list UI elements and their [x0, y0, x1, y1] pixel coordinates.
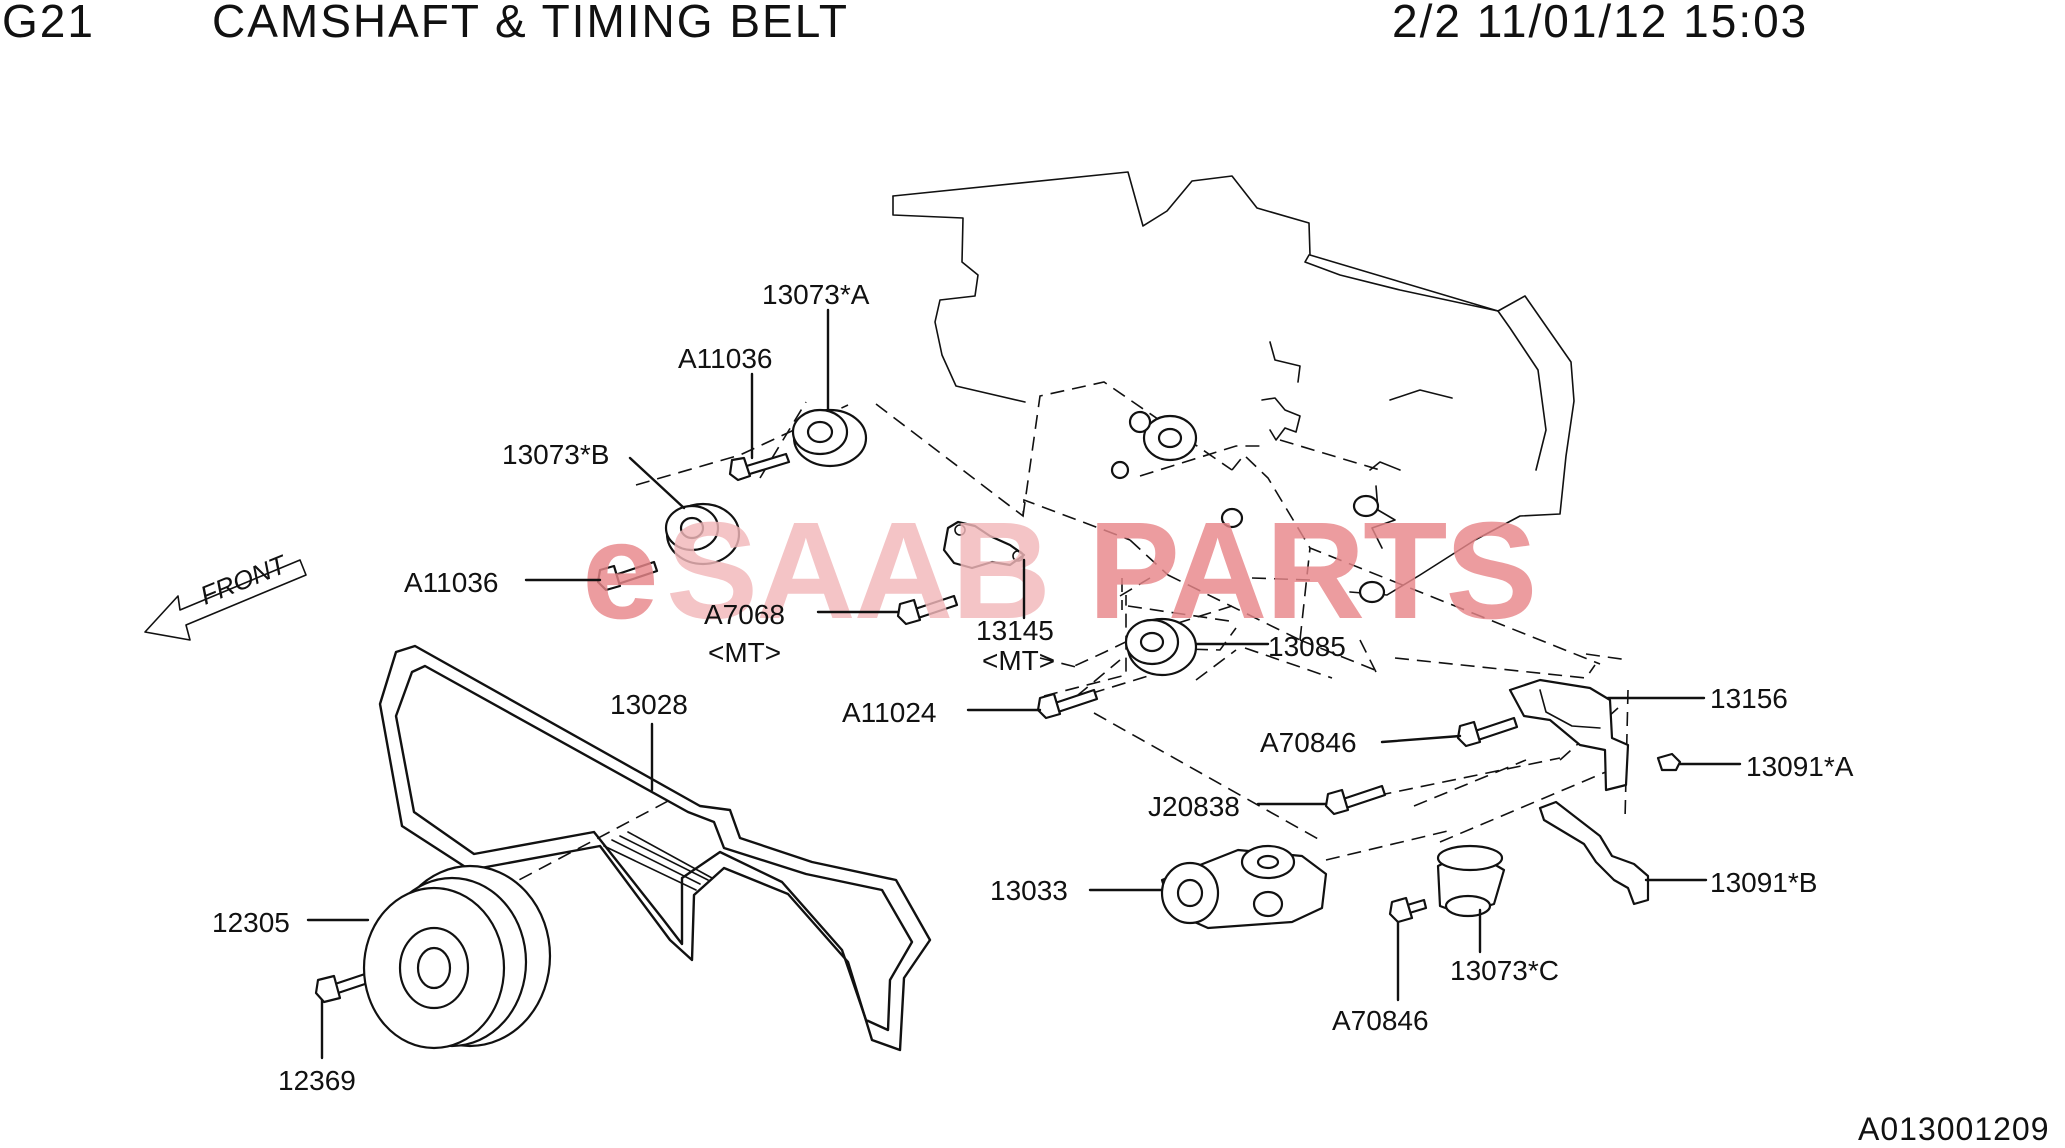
tensioner-13033	[1160, 844, 1328, 930]
callout-13156: 13156	[1710, 683, 1788, 714]
page-title: CAMSHAFT & TIMING BELT	[212, 0, 849, 47]
svg-text:e: e	[582, 494, 657, 648]
page-header: G21 CAMSHAFT & TIMING BELT 2/2 11/01/12 …	[0, 0, 2065, 60]
callout-12369: 12369	[278, 1065, 356, 1096]
callout-13145-note: <MT>	[982, 645, 1055, 676]
bracket-13145	[942, 520, 1026, 570]
idler-pulley-13073a	[791, 408, 868, 468]
bracket-13091b	[1538, 800, 1650, 906]
crank-pulley-12305	[362, 864, 552, 1050]
assembly-lines	[345, 381, 1629, 986]
callout-a70846-top: A70846	[1260, 727, 1357, 758]
engine-block	[892, 171, 1575, 596]
callout-a11036-left: A11036	[404, 567, 498, 598]
tensioner-bracket-13156	[1508, 678, 1630, 792]
bolt-a11036-left	[596, 560, 659, 592]
callout-a7068: A7068	[704, 599, 785, 630]
svg-text:PARTS: PARTS	[1088, 494, 1535, 648]
callout-13145: 13145	[976, 615, 1054, 646]
callout-13091b: 13091*B	[1710, 867, 1817, 898]
callout-a70846-bottom: A70846	[1332, 1005, 1429, 1036]
bolt-j20838	[1324, 784, 1387, 816]
callout-13073a: 13073*A	[762, 279, 870, 310]
callout-13033: 13033	[990, 875, 1068, 906]
bolt-a11036-top	[728, 452, 791, 482]
callout-a7068-note: <MT>	[708, 637, 781, 668]
idler-pulley-13073b	[664, 502, 741, 566]
bolt-a70846-top	[1456, 716, 1519, 748]
callout-12305: 12305	[212, 907, 290, 938]
idler-pulley-13085	[1124, 617, 1198, 677]
callout-13073b: 13073*B	[502, 439, 609, 470]
engine-idlers	[1110, 397, 1386, 604]
callout-a11036-top: A11036	[678, 343, 772, 374]
watermark-esaabparts: e SAAB PARTS	[582, 494, 1537, 648]
bolt-a70846-bottom	[1388, 896, 1428, 924]
group-code: G21	[2, 0, 95, 47]
callout-j20838: J20838	[1148, 791, 1240, 822]
front-arrow: FRONT	[144, 548, 307, 641]
bolt-a7068	[896, 594, 959, 626]
callout-13028: 13028	[610, 689, 688, 720]
bracket-13091a	[1656, 752, 1682, 772]
callout-leaders	[306, 308, 1742, 1060]
idler-pulley-13073c	[1436, 844, 1506, 918]
callout-13091a: 13091*A	[1746, 751, 1854, 782]
callout-a11024: A11024	[842, 697, 936, 728]
bolt-a11024	[1036, 688, 1099, 720]
callout-13085: 13085	[1268, 631, 1346, 662]
timing-belt-13028	[378, 644, 932, 1052]
page-info: 2/2 11/01/12 15:03	[1392, 0, 1809, 47]
callout-labels: 13073*A A11036 13073*B A11036 A7068 <MT>…	[212, 279, 1854, 1096]
callout-13073c: 13073*C	[1450, 955, 1559, 986]
diagram-code: A013001209	[1858, 1111, 2050, 1147]
svg-text:SAAB: SAAB	[666, 494, 1049, 648]
